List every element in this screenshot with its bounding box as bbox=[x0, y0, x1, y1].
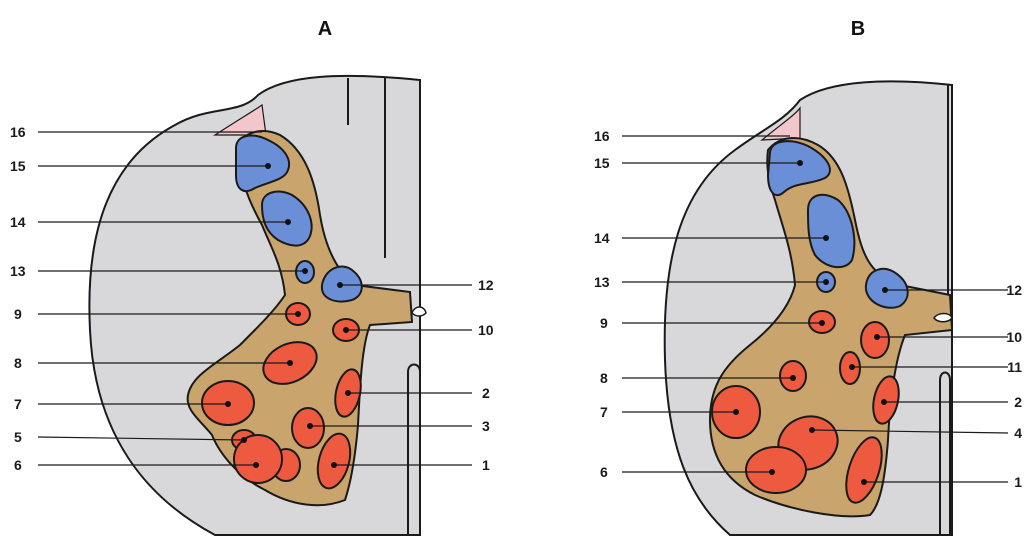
panel-b-label-15: 15 bbox=[594, 155, 610, 171]
panel-b-label-10: 10 bbox=[1006, 329, 1022, 345]
panel-b-nucleus-6 bbox=[746, 447, 806, 493]
panel-a-label-15: 15 bbox=[10, 158, 26, 174]
panel-b-label-16: 16 bbox=[594, 128, 610, 144]
panel-a-central-canal bbox=[412, 307, 426, 316]
panel-b-label-1: 1 bbox=[1014, 474, 1022, 490]
panel-a-label-14: 14 bbox=[10, 214, 26, 230]
panel-a-title: A bbox=[318, 18, 332, 40]
panel-b-nucleus-10 bbox=[861, 322, 889, 358]
panel-a-label-2: 2 bbox=[482, 385, 490, 401]
panel-b-label-2: 2 bbox=[1014, 394, 1022, 410]
panel-b-label-8: 8 bbox=[600, 370, 608, 386]
panel-a-label-8: 8 bbox=[14, 355, 22, 371]
panel-b: B bbox=[594, 18, 1022, 535]
panel-a-label-9: 9 bbox=[14, 306, 22, 322]
panel-a-label-7: 7 bbox=[14, 396, 22, 412]
panel-b-label-7: 7 bbox=[600, 404, 608, 420]
panel-b-label-4: 4 bbox=[1014, 425, 1022, 441]
panel-a-label-13: 13 bbox=[10, 263, 26, 279]
panel-b-label-13: 13 bbox=[594, 274, 610, 290]
panel-b-label-6: 6 bbox=[600, 464, 608, 480]
panel-b-title: B bbox=[851, 18, 865, 40]
panel-a-label-12: 12 bbox=[478, 277, 494, 293]
panel-b-label-14: 14 bbox=[594, 230, 610, 246]
panel-a-label-10: 10 bbox=[478, 322, 494, 338]
panel-a-label-1: 1 bbox=[482, 457, 490, 473]
panel-b-label-9: 9 bbox=[600, 315, 608, 331]
panel-b-central-canal bbox=[934, 314, 952, 322]
panel-b-label-12: 12 bbox=[1006, 282, 1022, 298]
panel-a-label-3: 3 bbox=[482, 418, 490, 434]
panel-a-label-6: 6 bbox=[14, 457, 22, 473]
panel-a-label-16: 16 bbox=[10, 124, 26, 140]
panel-a: A bbox=[10, 18, 494, 535]
panel-a-nucleus-6 bbox=[234, 435, 282, 483]
panel-b-label-11: 11 bbox=[1007, 359, 1022, 375]
panel-a-label-5: 5 bbox=[14, 429, 22, 445]
